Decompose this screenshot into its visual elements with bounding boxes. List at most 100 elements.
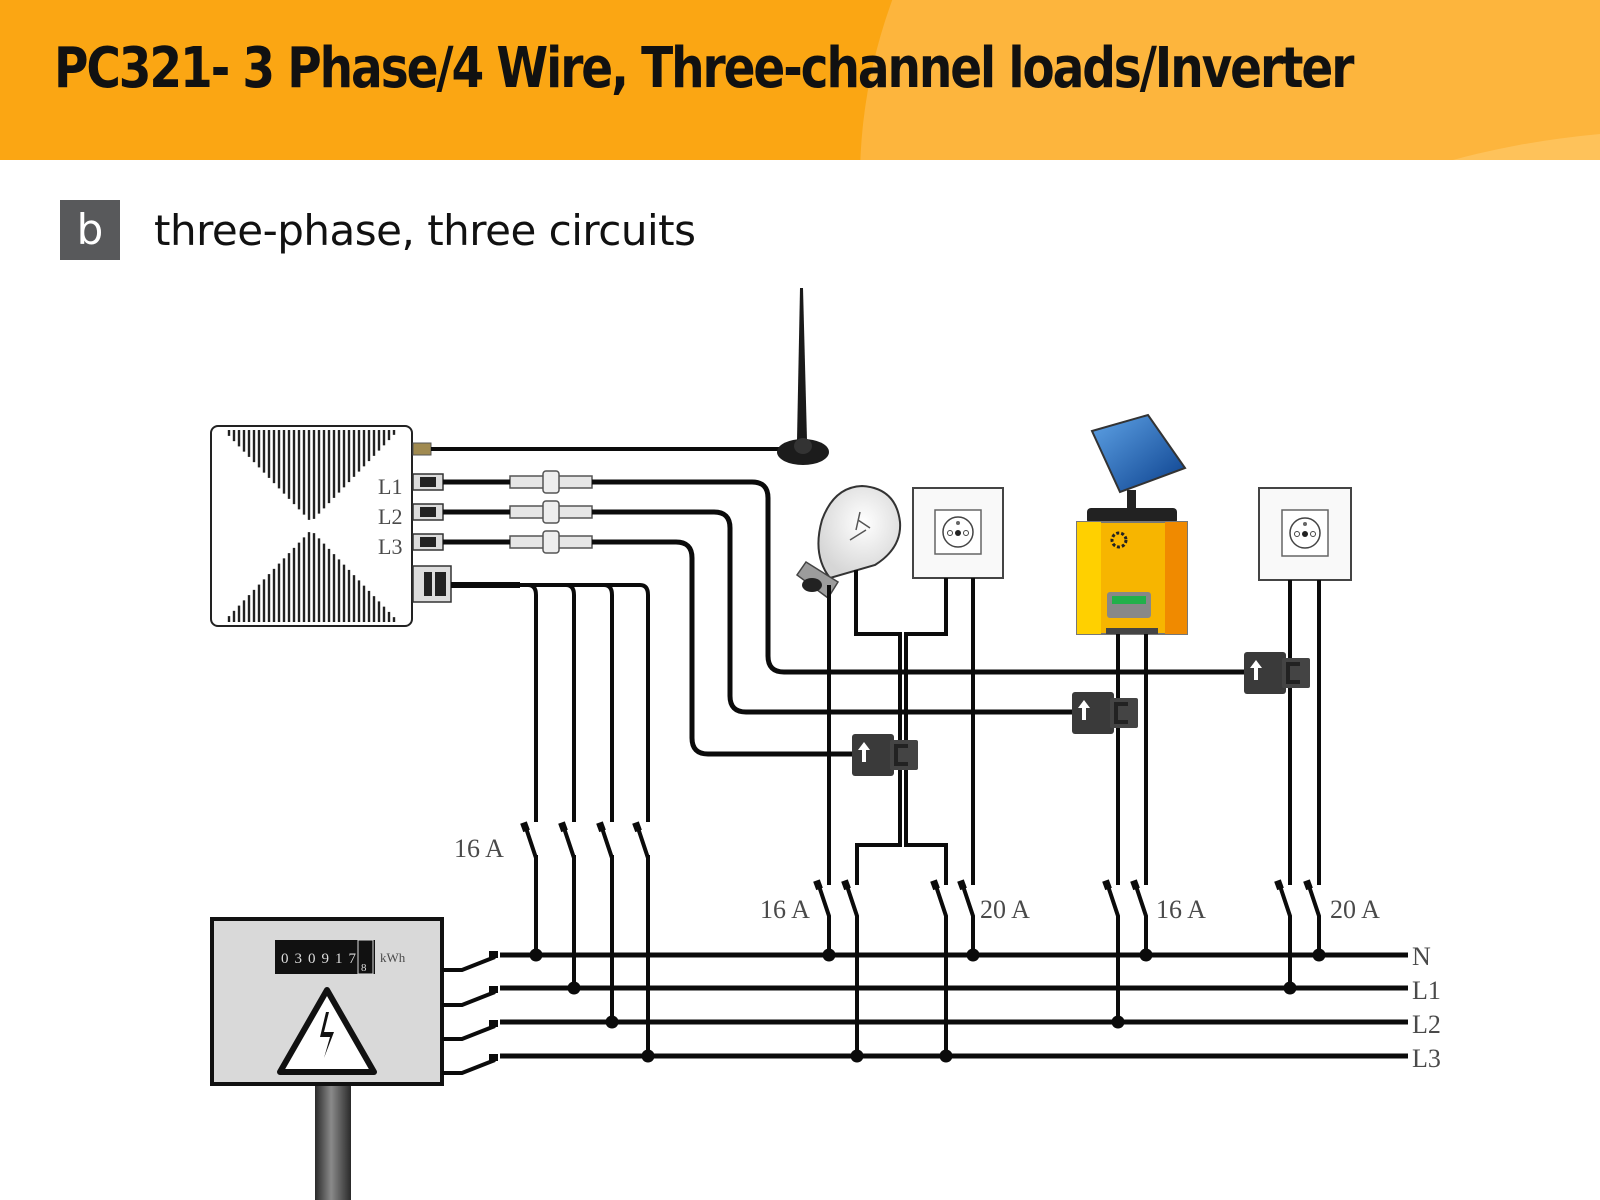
breaker-contact: [813, 879, 823, 891]
supply-wire-l3: [600, 583, 650, 822]
cable-coupler-l3: [509, 530, 593, 554]
cable-coupler-l2: [509, 500, 593, 524]
meter-decimal-wheel: [357, 939, 374, 975]
ct-arrow-icon: [1250, 660, 1262, 680]
breaker-label-circuit-1: 16 A: [760, 895, 810, 924]
breaker-contact: [632, 821, 642, 833]
junction-dots: [529, 948, 1326, 1063]
wall-socket-icon: [912, 487, 1004, 579]
breaker-contact: [957, 879, 967, 891]
ct-slot: [894, 744, 908, 766]
breaker-blade: [934, 885, 948, 924]
junction-dot: [1312, 948, 1326, 962]
breaker-blade: [1307, 885, 1321, 924]
breaker-label-circuit-3: 16 A: [1156, 895, 1206, 924]
breaker-contact: [558, 821, 568, 833]
solar-panel-icon: [1090, 413, 1187, 510]
wall-socket-icon: [1258, 487, 1352, 581]
breaker-label-circuit-2: 20 A: [980, 895, 1030, 924]
ct-body: [852, 734, 894, 776]
junction-dot: [1111, 1015, 1125, 1029]
light-bulb-icon: [795, 484, 902, 600]
ct-cable-l1: [443, 479, 1250, 675]
port-label-l1: L1: [378, 474, 402, 499]
device-grille-top: [227, 430, 396, 520]
header-banner: PC321- 3 Phase/4 Wire, Three-channel loa…: [0, 0, 1600, 160]
junction-dot: [1283, 981, 1297, 995]
breaker-contact: [1130, 879, 1140, 891]
page-title: PC321- 3 Phase/4 Wire, Three-channel loa…: [54, 36, 1354, 101]
junction-dot: [939, 1049, 953, 1063]
breaker-contact: [596, 821, 606, 833]
antenna-icon: [431, 288, 829, 465]
section-heading: b three-phase, three circuits: [60, 200, 696, 260]
current-transformer-icon: [852, 734, 918, 776]
port-connector-l3: [412, 533, 444, 551]
ct-cable-l2: [443, 509, 1078, 715]
pc321-device: /* placeholder, lines drawn by script */…: [210, 425, 452, 627]
junction-dot: [567, 981, 581, 995]
breaker-contact: [1102, 879, 1112, 891]
meter-digit: 1: [335, 951, 343, 967]
busbar-label-n: N: [1412, 942, 1431, 971]
breaker-blade: [524, 827, 538, 866]
meter-digit: 0: [281, 951, 289, 967]
breaker-blade: [1278, 885, 1292, 924]
port-connector-l1: [412, 473, 444, 491]
current-transformer-icon: [1244, 652, 1310, 694]
breaker-contact: [1303, 879, 1313, 891]
junction-dot: [966, 948, 980, 962]
busbar-label-l2: L2: [1412, 1010, 1441, 1039]
ct-body: [1244, 652, 1286, 694]
breaker-blade: [562, 827, 576, 866]
meter-digit: 3: [295, 951, 303, 967]
junction-dot: [850, 1049, 864, 1063]
section-badge: b: [60, 200, 120, 260]
load-breakers: [813, 879, 1321, 924]
breaker-contact: [930, 879, 940, 891]
banner-decoration: [860, 0, 1600, 160]
section-title: three-phase, three circuits: [154, 205, 696, 255]
breaker-blade: [636, 827, 650, 866]
meter-decimal-digit: 8: [361, 962, 367, 974]
current-transformer-icon: [1072, 692, 1138, 734]
meter-digit: 7: [349, 951, 357, 967]
breaker-contact: [841, 879, 851, 891]
busbar-label-l1: L1: [1412, 976, 1441, 1005]
power-connector: [412, 565, 452, 603]
ct-cable-l3: [443, 539, 858, 757]
device-grille-bottom: [227, 532, 396, 622]
breaker-label-circuit-4: 20 A: [1330, 895, 1380, 924]
solar-inverter-icon: [1076, 508, 1188, 635]
ct-arrow-icon: [858, 742, 870, 762]
meter-pole: [315, 1086, 351, 1200]
breaker-blade: [961, 885, 975, 924]
busbar-label-l3: L3: [1412, 1044, 1441, 1073]
junction-dot: [822, 948, 836, 962]
junction-dot: [605, 1015, 619, 1029]
breaker-contact: [1274, 879, 1284, 891]
junction-dot: [529, 948, 543, 962]
main-breaker-label: 16 A: [454, 834, 504, 863]
breaker-blade: [817, 885, 831, 924]
breaker-contact: [520, 821, 530, 833]
load-wire: [904, 578, 948, 885]
ct-slot: [1114, 702, 1128, 724]
cable-coupler-l1: [509, 470, 593, 494]
ct-slot: [1286, 662, 1300, 684]
junction-dot: [641, 1049, 655, 1063]
current-transformers: [852, 652, 1310, 776]
supply-wire-n: [500, 583, 538, 822]
main-breaker-4p: [520, 821, 650, 866]
port-connector-l2: [412, 503, 444, 521]
meter-unit: kWh: [380, 950, 406, 965]
meter-digit: 0: [308, 951, 316, 967]
supply-wire-l1: [520, 583, 576, 822]
breaker-blade: [1106, 885, 1120, 924]
ct-body: [1072, 692, 1114, 734]
junction-dot: [1139, 948, 1153, 962]
port-label-l2: L2: [378, 504, 402, 529]
